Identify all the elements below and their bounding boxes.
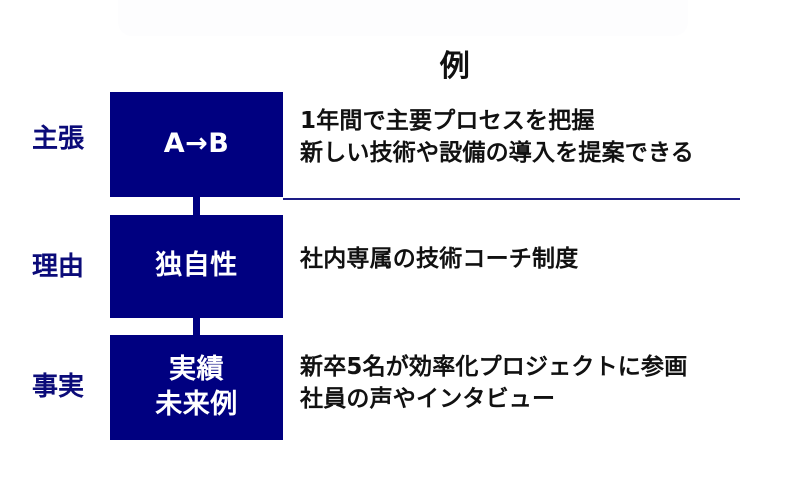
- detail-reason-line-1: 社内専属の技術コーチ制度: [300, 246, 579, 272]
- node-claim[interactable]: A→B: [110, 92, 283, 197]
- page-title: 例: [439, 49, 471, 84]
- row-label-claim: 主張: [31, 124, 84, 154]
- node-reason[interactable]: 独自性: [110, 215, 283, 318]
- detail-claim-line-1: 1年間で主要プロセスを把握: [300, 108, 595, 134]
- detail-fact-line-1: 新卒5名が効率化プロジェクトに参画: [300, 354, 688, 380]
- detail-claim: 1年間で主要プロセスを把握 新しい技術や設備の導入を提案できる: [300, 106, 792, 169]
- node-claim-line-1: A→B: [163, 128, 230, 160]
- node-reason-line-1: 独自性: [155, 250, 238, 282]
- connector-reason-to-fact: [193, 318, 200, 335]
- detail-claim-line-2: 新しい技術や設備の導入を提案できる: [300, 139, 694, 166]
- row-label-fact: 事実: [31, 372, 84, 402]
- top-decorative-plate: [118, 0, 688, 36]
- detail-fact-line-2: 社員の声やインタビュー: [300, 385, 556, 412]
- detail-reason: 社内専属の技術コーチ制度: [300, 244, 792, 276]
- connector-claim-to-reason: [193, 197, 200, 215]
- claim-row-underline: [283, 198, 740, 200]
- node-fact[interactable]: 実績 未来例: [110, 335, 283, 440]
- row-label-reason: 理由: [31, 252, 84, 282]
- node-fact-line-1: 実績: [169, 353, 224, 385]
- detail-fact: 新卒5名が効率化プロジェクトに参画 社員の声やインタビュー: [300, 352, 792, 415]
- node-fact-line-2: 未来例: [155, 388, 238, 420]
